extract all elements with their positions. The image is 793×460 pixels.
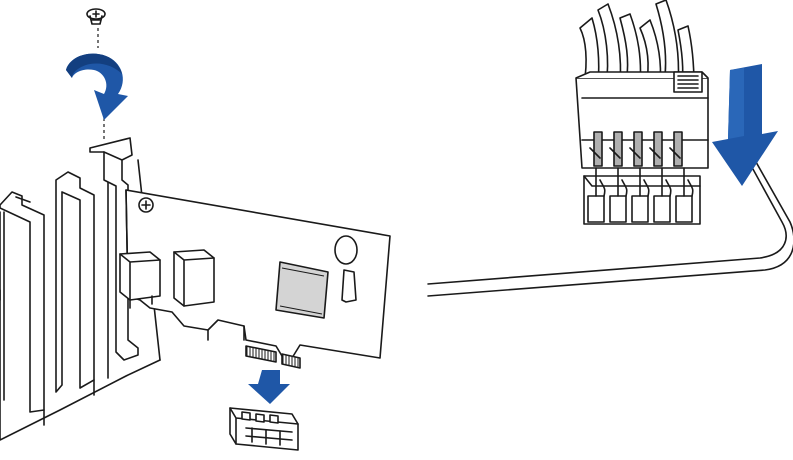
rotate-clockwise-arrow-icon bbox=[66, 53, 128, 121]
down-arrow-icon bbox=[248, 370, 290, 404]
pcie-slot bbox=[229, 407, 299, 451]
power-header-socket bbox=[583, 167, 701, 225]
expansion-card bbox=[119, 189, 391, 369]
down-arrow-icon bbox=[712, 64, 778, 186]
screw-icon bbox=[86, 8, 106, 142]
power-connector-plug bbox=[575, 71, 709, 169]
motherboard-edge bbox=[427, 159, 793, 297]
pc-case-expansion-slots bbox=[0, 159, 161, 441]
power-cable-wires bbox=[579, 0, 695, 86]
